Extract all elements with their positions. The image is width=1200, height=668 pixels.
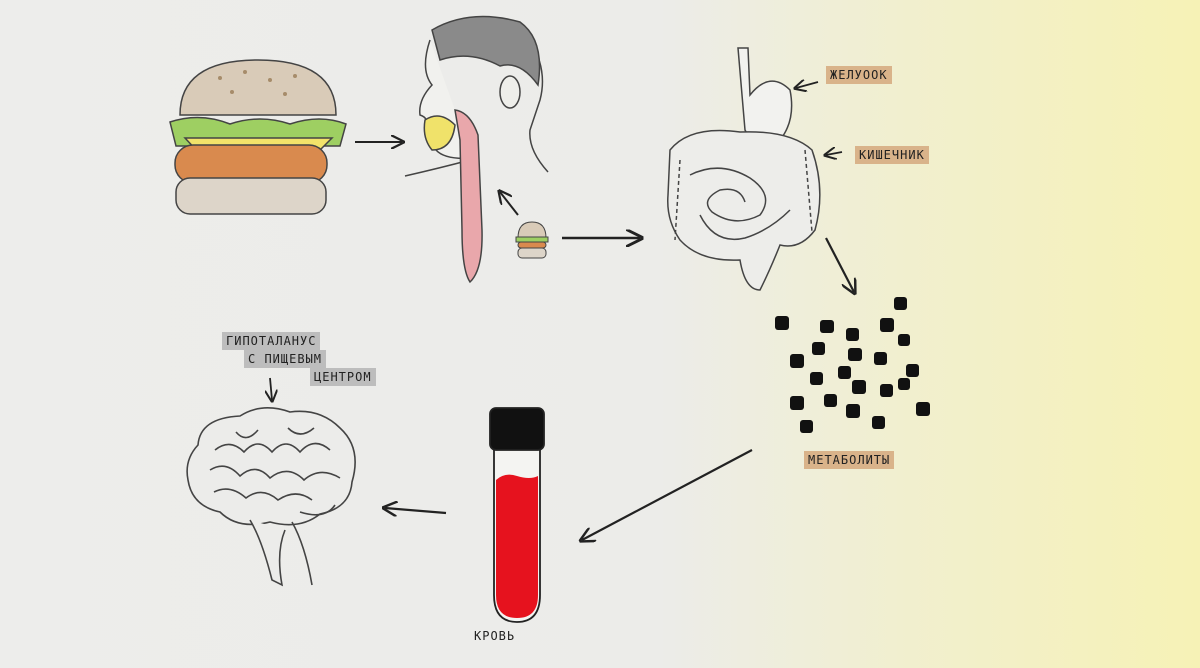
chewed-food-icon: [515, 221, 549, 259]
metabolite-dot: [880, 318, 894, 332]
metabolite-dot: [812, 342, 825, 355]
arrow-blood-to-brain: [385, 508, 447, 513]
stomach-intestines-icon: [667, 47, 821, 291]
metabolite-dot: [838, 366, 851, 379]
metabolite-dot: [916, 402, 930, 416]
arrow-to-hypothalamus: [270, 377, 272, 400]
metabolite-dot: [810, 372, 823, 385]
arrow-to-stomach: [796, 82, 819, 88]
label-intestine: КИШЕЧНИК: [855, 146, 929, 164]
arrow-metabolites-to-blood: [582, 449, 753, 540]
metabolite-dot: [874, 352, 887, 365]
label-hypothalamus-line1: ГИПОТАЛАНУС: [222, 332, 321, 350]
metabolite-particles: [775, 297, 930, 433]
head-with-esophagus-icon: [404, 15, 549, 284]
metabolite-dot: [800, 420, 813, 433]
metabolite-dot: [898, 378, 910, 390]
metabolite-dot: [775, 316, 789, 330]
metabolite-dot: [852, 380, 866, 394]
metabolite-dot: [846, 328, 859, 341]
metabolite-dot: [820, 320, 834, 333]
metabolite-dot: [790, 396, 804, 410]
metabolite-dot: [848, 348, 862, 361]
blood-tube-icon: [489, 407, 545, 623]
metabolite-dot: [898, 334, 910, 346]
label-metabolites: МЕТАБОЛИТЫ: [804, 451, 895, 469]
label-stomach: ЖЕЛУООК: [826, 66, 892, 84]
metabolite-dot: [894, 297, 907, 310]
metabolite-dot: [846, 404, 860, 418]
metabolite-dot: [880, 384, 893, 397]
metabolite-dot: [824, 394, 837, 407]
arrow-intestine-to-metabolites: [825, 237, 854, 292]
metabolite-dot: [906, 364, 919, 377]
brain-icon: [186, 407, 356, 587]
metabolite-dot: [790, 354, 804, 368]
arrow-food-up-to-esophagus: [500, 192, 519, 216]
label-hypothalamus-line2: С ПИЩЕВЫМ: [244, 350, 327, 368]
burger-icon: [169, 59, 347, 215]
arrow-to-intestine: [826, 152, 843, 155]
label-blood: КРОВЬ: [474, 629, 516, 643]
label-hypothalamus-line3: ЦЕНТРОМ: [310, 368, 376, 386]
metabolite-dot: [872, 416, 885, 429]
